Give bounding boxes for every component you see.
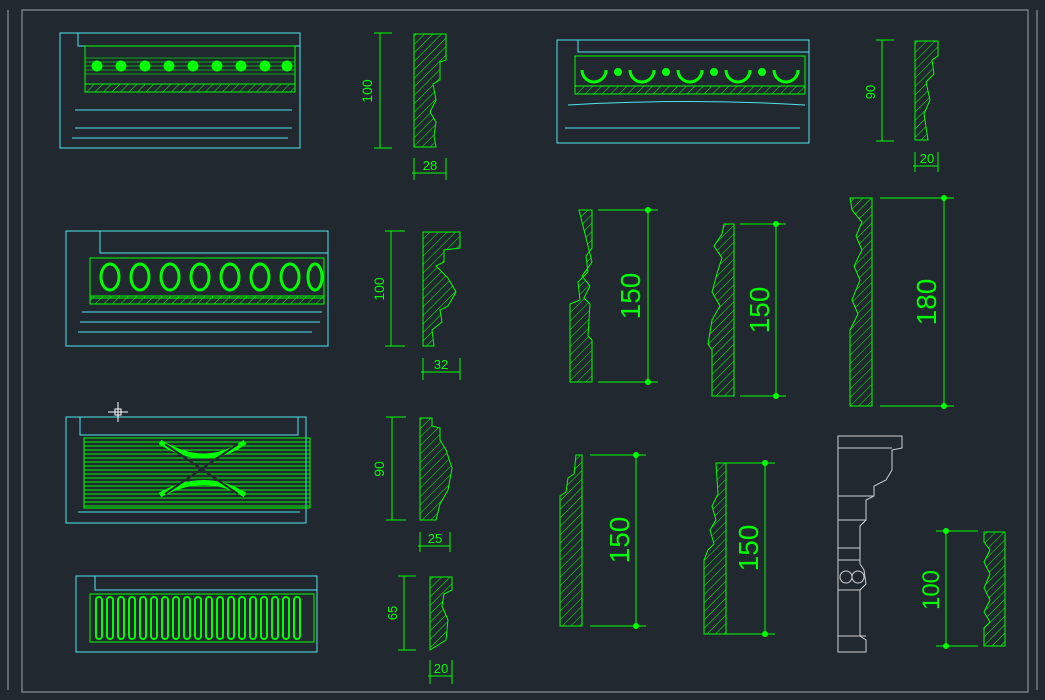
dim-p5-height: 150 xyxy=(733,525,764,572)
profile-p2-section[interactable] xyxy=(707,223,735,397)
profile-p4-section[interactable] xyxy=(559,454,583,627)
profile-p3-section[interactable] xyxy=(849,197,873,407)
profile-p5-section[interactable] xyxy=(703,462,727,635)
moulding-2-dimensions xyxy=(385,230,461,380)
profile-p3-dimension xyxy=(880,195,954,409)
profile-p4-dimension xyxy=(590,452,646,629)
column-profile-outline[interactable] xyxy=(837,435,903,653)
profile-p1-section[interactable] xyxy=(569,209,593,383)
dim-p2-height: 150 xyxy=(744,287,775,334)
dim-m5-depth: 20 xyxy=(920,151,934,166)
dim-p4-height: 150 xyxy=(604,517,635,564)
moulding-3-section[interactable] xyxy=(419,417,453,521)
dim-m1-depth: 28 xyxy=(423,158,437,173)
moulding-1-dimensions xyxy=(374,32,447,180)
drawing-border xyxy=(21,9,1029,693)
crosshair-cursor xyxy=(108,402,128,422)
moulding-3-dimensions xyxy=(386,416,451,552)
moulding-4-section[interactable] xyxy=(429,576,453,651)
moulding-1-section[interactable] xyxy=(413,33,447,148)
dim-m4-depth: 20 xyxy=(434,661,448,676)
profile-p5-dimension xyxy=(718,460,775,637)
dim-p1-height: 150 xyxy=(615,273,646,320)
dim-m1-height: 100 xyxy=(359,79,375,103)
moulding-5-dimensions xyxy=(876,39,939,172)
moulding-2-section[interactable] xyxy=(422,231,461,347)
profile-p6-dimension xyxy=(936,528,978,649)
moulding-4-elevation[interactable] xyxy=(75,575,318,653)
dim-m5-height: 90 xyxy=(863,85,878,99)
dim-m2-depth: 32 xyxy=(434,357,448,372)
dim-p6-height: 100 xyxy=(918,570,945,610)
moulding-5-section[interactable] xyxy=(914,40,939,141)
dim-m3-depth: 25 xyxy=(428,531,442,546)
profile-p1-dimension xyxy=(598,207,658,385)
dim-m2-height: 100 xyxy=(371,277,387,301)
moulding-4-dimensions xyxy=(398,575,453,684)
dim-m3-height: 90 xyxy=(371,461,387,477)
profile-p6-section[interactable] xyxy=(983,531,1006,647)
dim-m4-height: 65 xyxy=(385,606,400,620)
dim-p3-height: 180 xyxy=(911,279,942,326)
moulding-5-elevation[interactable] xyxy=(556,39,810,144)
profile-p2-dimension xyxy=(740,221,786,399)
moulding-2-elevation[interactable] xyxy=(65,230,329,347)
moulding-1-elevation[interactable] xyxy=(59,32,301,149)
moulding-3-elevation[interactable] xyxy=(65,416,311,524)
